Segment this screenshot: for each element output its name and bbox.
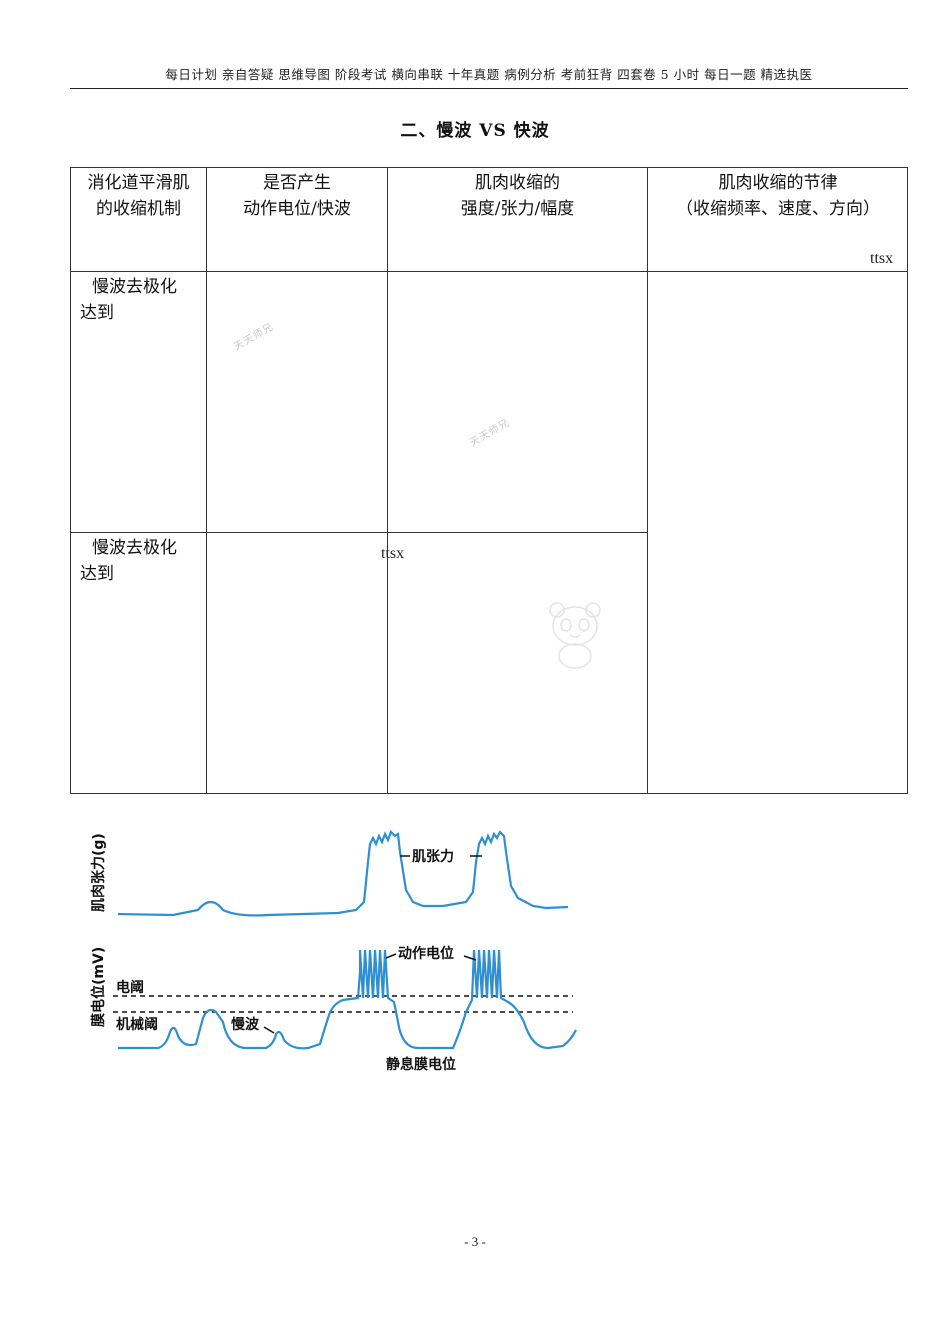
table-divider [206,168,207,794]
header-line-1: 肌肉收缩的 [475,173,560,193]
table-divider [647,168,648,794]
header-line-2: 的收缩机制 [96,199,181,219]
label-action-potential: 动作电位 [398,945,454,962]
muscle-tension-trace [117,830,569,917]
ap-label-tick [385,953,397,959]
table-header-rhythm: 肌肉收缩的节律 （收缩频率、速度、方向） [648,170,908,222]
header-line-2: 强度/张力/幅度 [460,199,575,219]
table-divider [387,168,388,794]
watermark-text: ttsx [870,250,894,267]
header-divider [70,88,908,89]
row-line-1: 慢波去极化 [92,277,177,297]
ap-label-tick [463,955,477,961]
header-line-1: 是否产生 [263,173,331,193]
watermark-text: ttsx [381,545,405,562]
panda-icon [549,602,601,669]
slow-wave-label-tick [263,1026,275,1034]
row-line-1: 慢波去极化 [92,538,177,558]
header-line-1: 肌肉收缩的节律 [718,173,838,193]
membrane-potential-trace [118,949,577,1050]
label-resting-potential: 静息膜电位 [386,1056,456,1073]
label-slow-wave: 慢波 [231,1016,260,1033]
table-row-label: 慢波去极化 达到 [80,535,205,587]
table-header-action-potential: 是否产生 动作电位/快波 [207,170,387,222]
table-divider [71,532,648,533]
y-label-potential: 膜电位(mV) [90,947,107,1027]
watermark: 天天师兄 [232,321,276,353]
header-line-1: 消化道平滑肌 [87,173,190,193]
header-line-2: （收缩频率、速度、方向） [676,199,880,219]
y-label-tension: 肌肉张力(g) [90,833,107,912]
watermark: 天天师兄 [468,417,512,449]
table-row-label: 慢波去极化 达到 [80,274,205,326]
table-header-mechanism: 消化道平滑肌 的收缩机制 [71,170,206,222]
section-title: 二、慢波 VS 快波 [400,121,550,141]
page-number: - 3 - [464,1234,486,1249]
page-header: 每日计划 亲自答疑 思维导图 阶段考试 横向串联 十年真题 病例分析 考前狂背 … [165,67,813,82]
label-muscle-tension: 肌张力 [412,848,454,865]
row-line-2: 达到 [80,303,114,323]
row-line-2: 达到 [80,564,114,584]
label-mechanical-threshold: 机械阈 [116,1016,158,1033]
table-divider [71,271,908,272]
label-electrical-threshold: 电阈 [116,979,144,996]
comparison-table: 消化道平滑肌 的收缩机制 是否产生 动作电位/快波 肌肉收缩的 强度/张力/幅度… [70,167,908,794]
table-header-strength: 肌肉收缩的 强度/张力/幅度 [388,170,647,222]
header-line-2: 动作电位/快波 [243,199,351,219]
slow-wave-figure: 肌肉张力(g) 膜电位(mV) 肌张力 动作电位 电阈 机械阈 慢波 静息膜电位 [90,830,577,1073]
